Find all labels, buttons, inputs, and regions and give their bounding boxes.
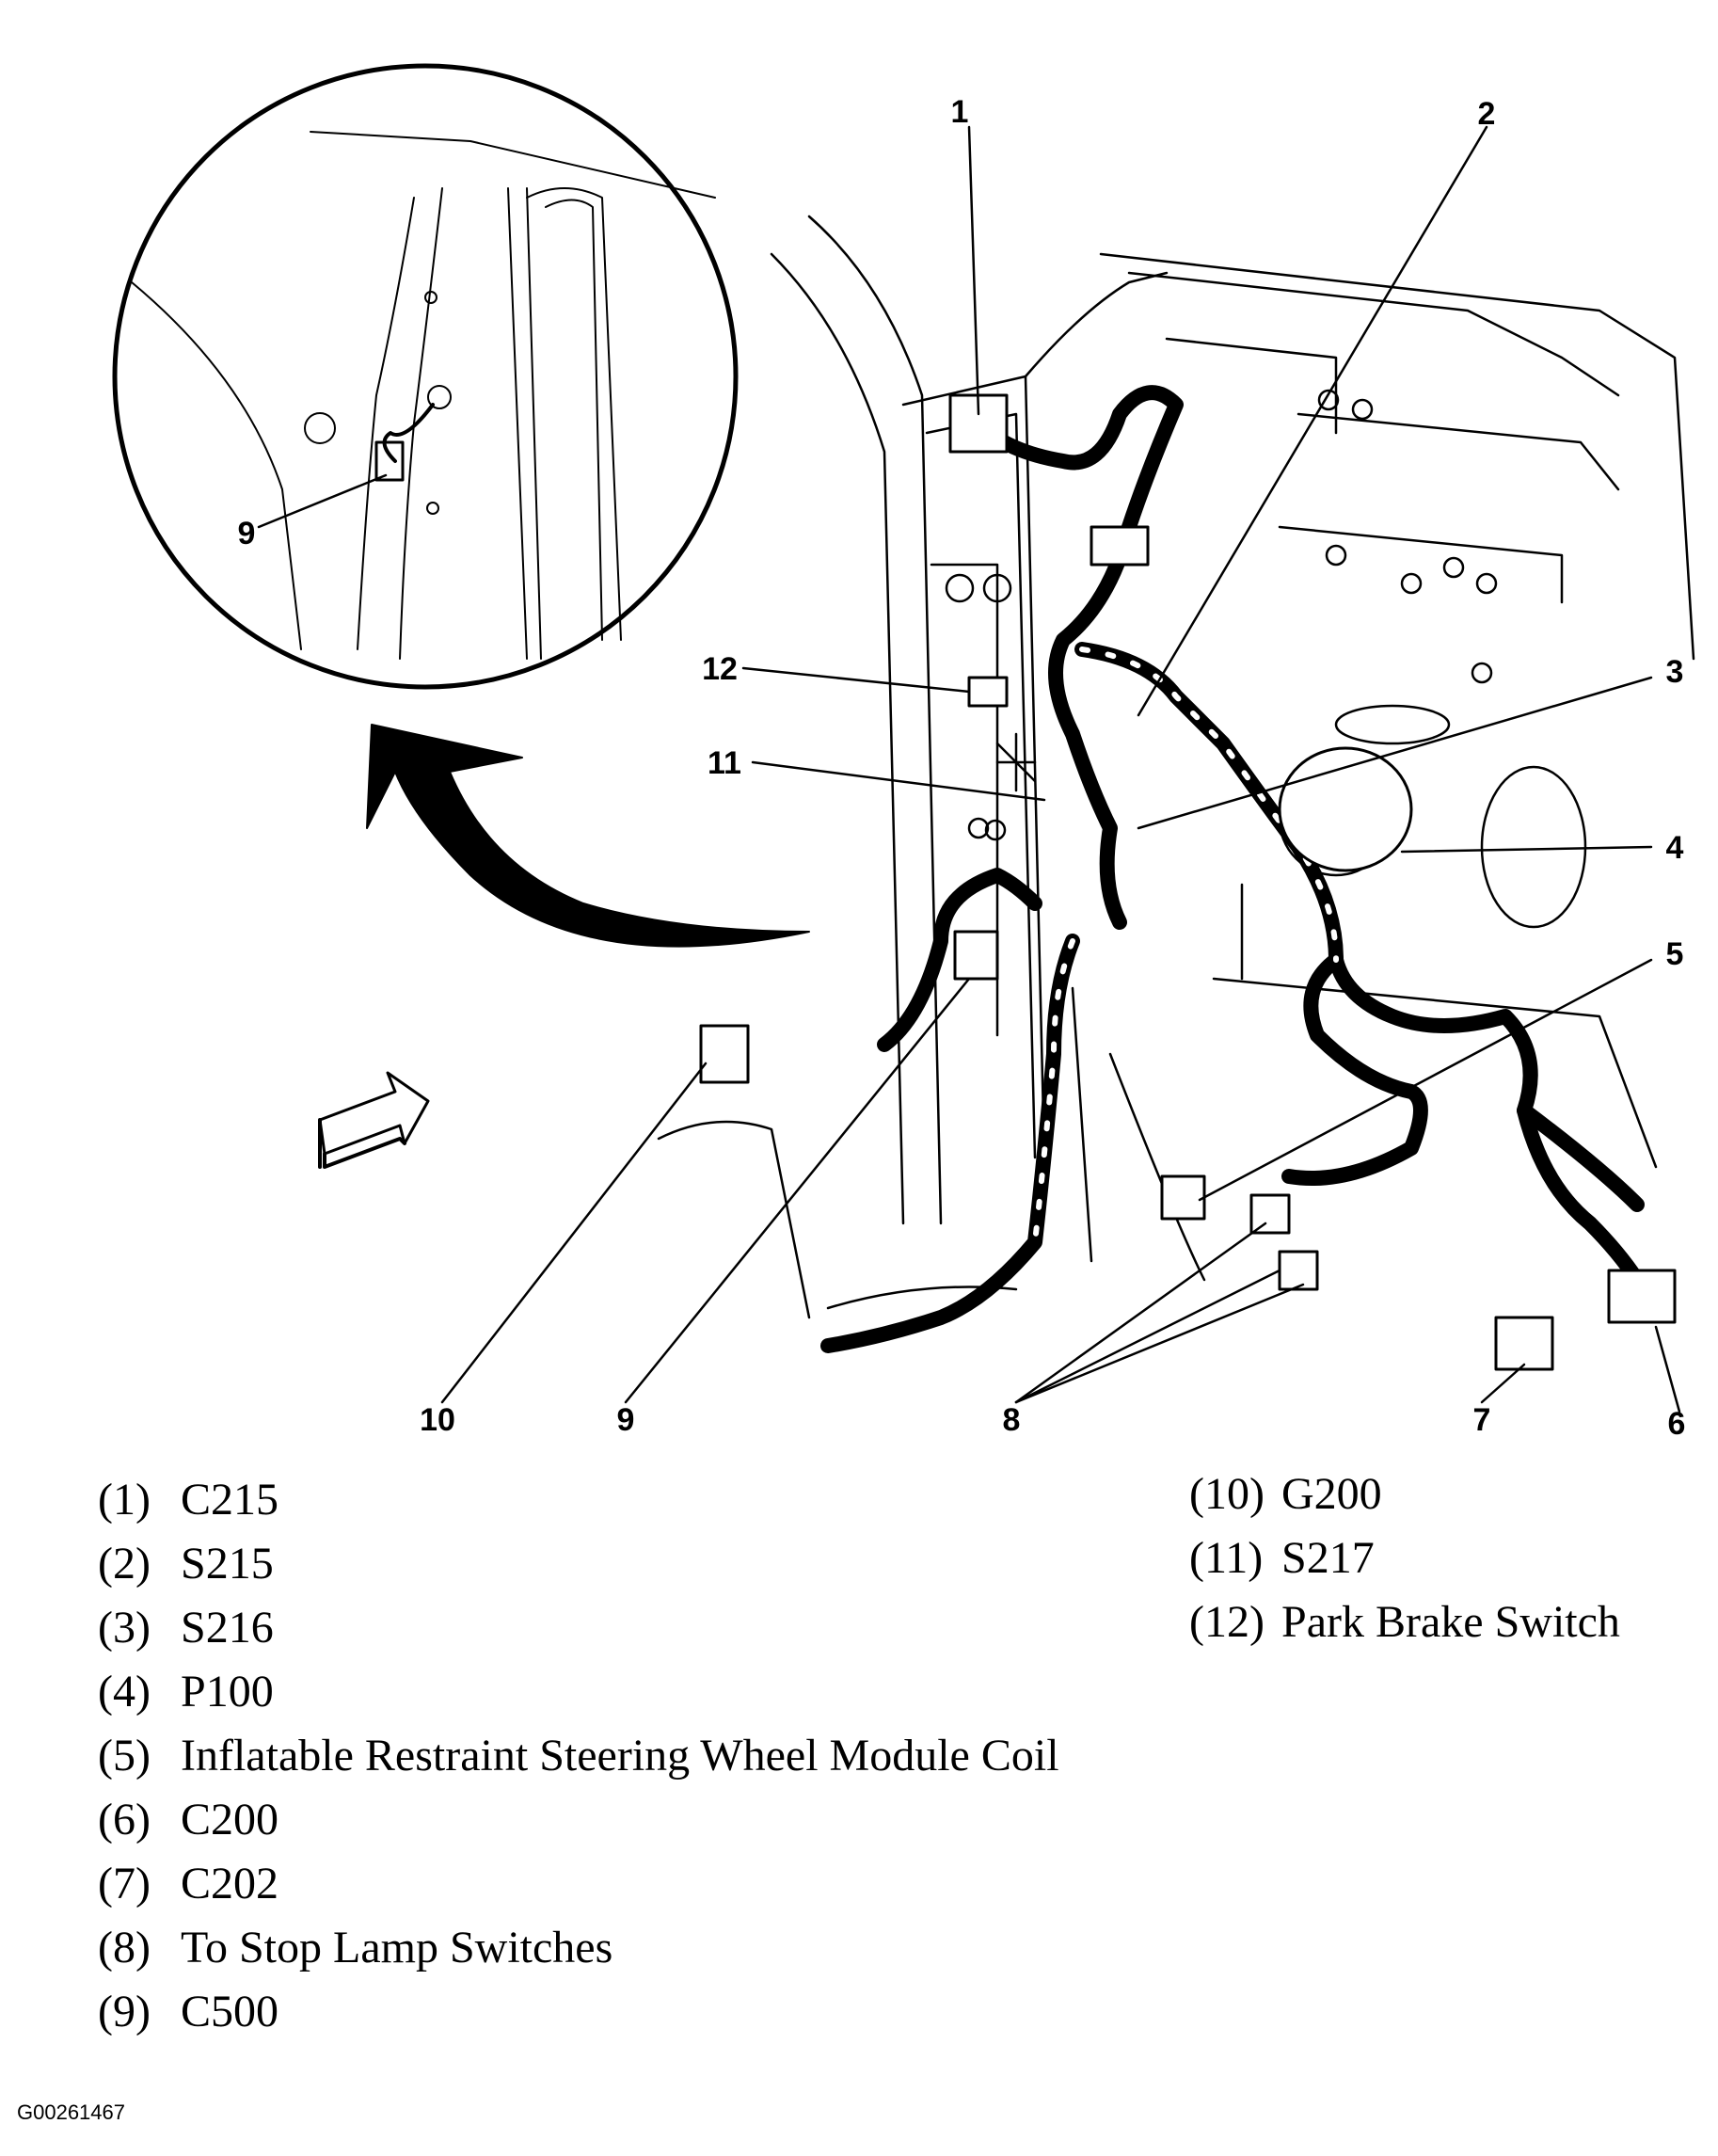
callout-8: 8: [1003, 1402, 1021, 1438]
legend-item-number: (10): [1189, 1469, 1265, 1519]
steering-coil-connector: [1160, 1174, 1206, 1221]
legend-item-label: S217: [1281, 1533, 1375, 1583]
legend-item-number: (4): [98, 1667, 151, 1717]
legend-item: (5) Inflatable Restraint Steering Wheel M…: [98, 1724, 1059, 1788]
callout-numbers: 1 2 3 4 5 6 7 8 9 10 11 12 9: [238, 94, 1686, 1442]
inset-callout-9: 9: [238, 516, 256, 551]
legend-item-label: To Stop Lamp Switches: [181, 1923, 613, 1972]
view-arrow: [318, 1071, 430, 1169]
legend-item-label: S215: [181, 1539, 274, 1589]
stop-lamp-switch-connector-a: [1249, 1193, 1291, 1235]
legend-item: (10) G200: [1189, 1462, 1620, 1526]
legend-item: (3) S216: [98, 1596, 1059, 1660]
legend-item-label: P100: [181, 1667, 274, 1717]
callout-11: 11: [708, 745, 741, 781]
legend-item-label: S216: [181, 1603, 274, 1653]
stop-lamp-switch-connector-b: [1278, 1250, 1319, 1291]
detail-inset: [112, 63, 739, 690]
g200-ground: [699, 1024, 750, 1084]
callout-9: 9: [617, 1402, 635, 1438]
legend-item: (7) C202: [98, 1852, 1059, 1916]
legend-item: (11) S217: [1189, 1526, 1620, 1590]
legend-item-number: (3): [98, 1603, 151, 1653]
c200-connector: [1607, 1269, 1677, 1324]
curved-arrow: [366, 724, 810, 948]
callout-3: 3: [1666, 654, 1684, 690]
callout-7: 7: [1473, 1402, 1491, 1438]
c500-connector-detail: [374, 440, 405, 482]
legend-item-label: C215: [181, 1475, 279, 1525]
legend-item-label: Park Brake Switch: [1281, 1597, 1620, 1647]
legend-item-number: (8): [98, 1923, 151, 1972]
s215-connector: [1090, 525, 1150, 567]
legend-item-label: G200: [1281, 1469, 1382, 1519]
legend-item: (6) C200: [98, 1788, 1059, 1852]
legend-item-label: C500: [181, 1987, 279, 2036]
legend-item-label: C200: [181, 1795, 279, 1845]
callout-4: 4: [1666, 830, 1684, 866]
legend-item-number: (7): [98, 1859, 151, 1908]
connectors: [699, 393, 1677, 1371]
legend-item: (2) S215: [98, 1532, 1059, 1596]
legend-right: (10) G200 (11) S217 (12) Park Brake Switch: [1189, 1462, 1620, 1654]
legend-item-number: (6): [98, 1795, 151, 1845]
wiring-harness-detail: [1032, 647, 1339, 1245]
legend-item-number: (1): [98, 1475, 151, 1525]
callout-6: 6: [1668, 1406, 1686, 1442]
legend-item-number: (11): [1189, 1533, 1264, 1583]
park-brake-switch-connector: [967, 676, 1009, 708]
callout-10: 10: [420, 1402, 455, 1438]
c500-connector: [953, 930, 999, 981]
p100-grommet: [1278, 746, 1413, 872]
legend-item-label: Inflatable Restraint Steering Wheel Modu…: [181, 1731, 1059, 1781]
figure-id: G00261467: [17, 2100, 125, 2124]
legend-item: (12) Park Brake Switch: [1189, 1590, 1620, 1654]
legend-item: (8) To Stop Lamp Switches: [98, 1916, 1059, 1980]
wiring-harness: [820, 385, 1645, 1353]
callout-5: 5: [1666, 936, 1684, 972]
callout-1: 1: [951, 94, 969, 130]
callout-2: 2: [1478, 96, 1496, 132]
callout-12: 12: [702, 651, 738, 687]
c202-connector: [1494, 1316, 1554, 1371]
legend-item: (4) P100: [98, 1660, 1059, 1724]
legend-item: (1) C215: [98, 1468, 1059, 1532]
legend-item-number: (9): [98, 1987, 151, 2036]
legend-item-number: (12): [1189, 1597, 1265, 1647]
legend-item-number: (2): [98, 1539, 151, 1589]
legend-item: (9) C500: [98, 1980, 1059, 2044]
legend-item-label: C202: [181, 1859, 279, 1908]
leader-lines: [257, 125, 1681, 1413]
legend-left: (1) C215 (2) S215 (3) S216 (4) P100 (5) Infla…: [98, 1468, 1059, 2044]
wiring-harness-diagram: 1 2 3 4 5 6 7 8 9 10 11 12 9: [112, 63, 1695, 1442]
legend-item-number: (5): [98, 1731, 151, 1781]
